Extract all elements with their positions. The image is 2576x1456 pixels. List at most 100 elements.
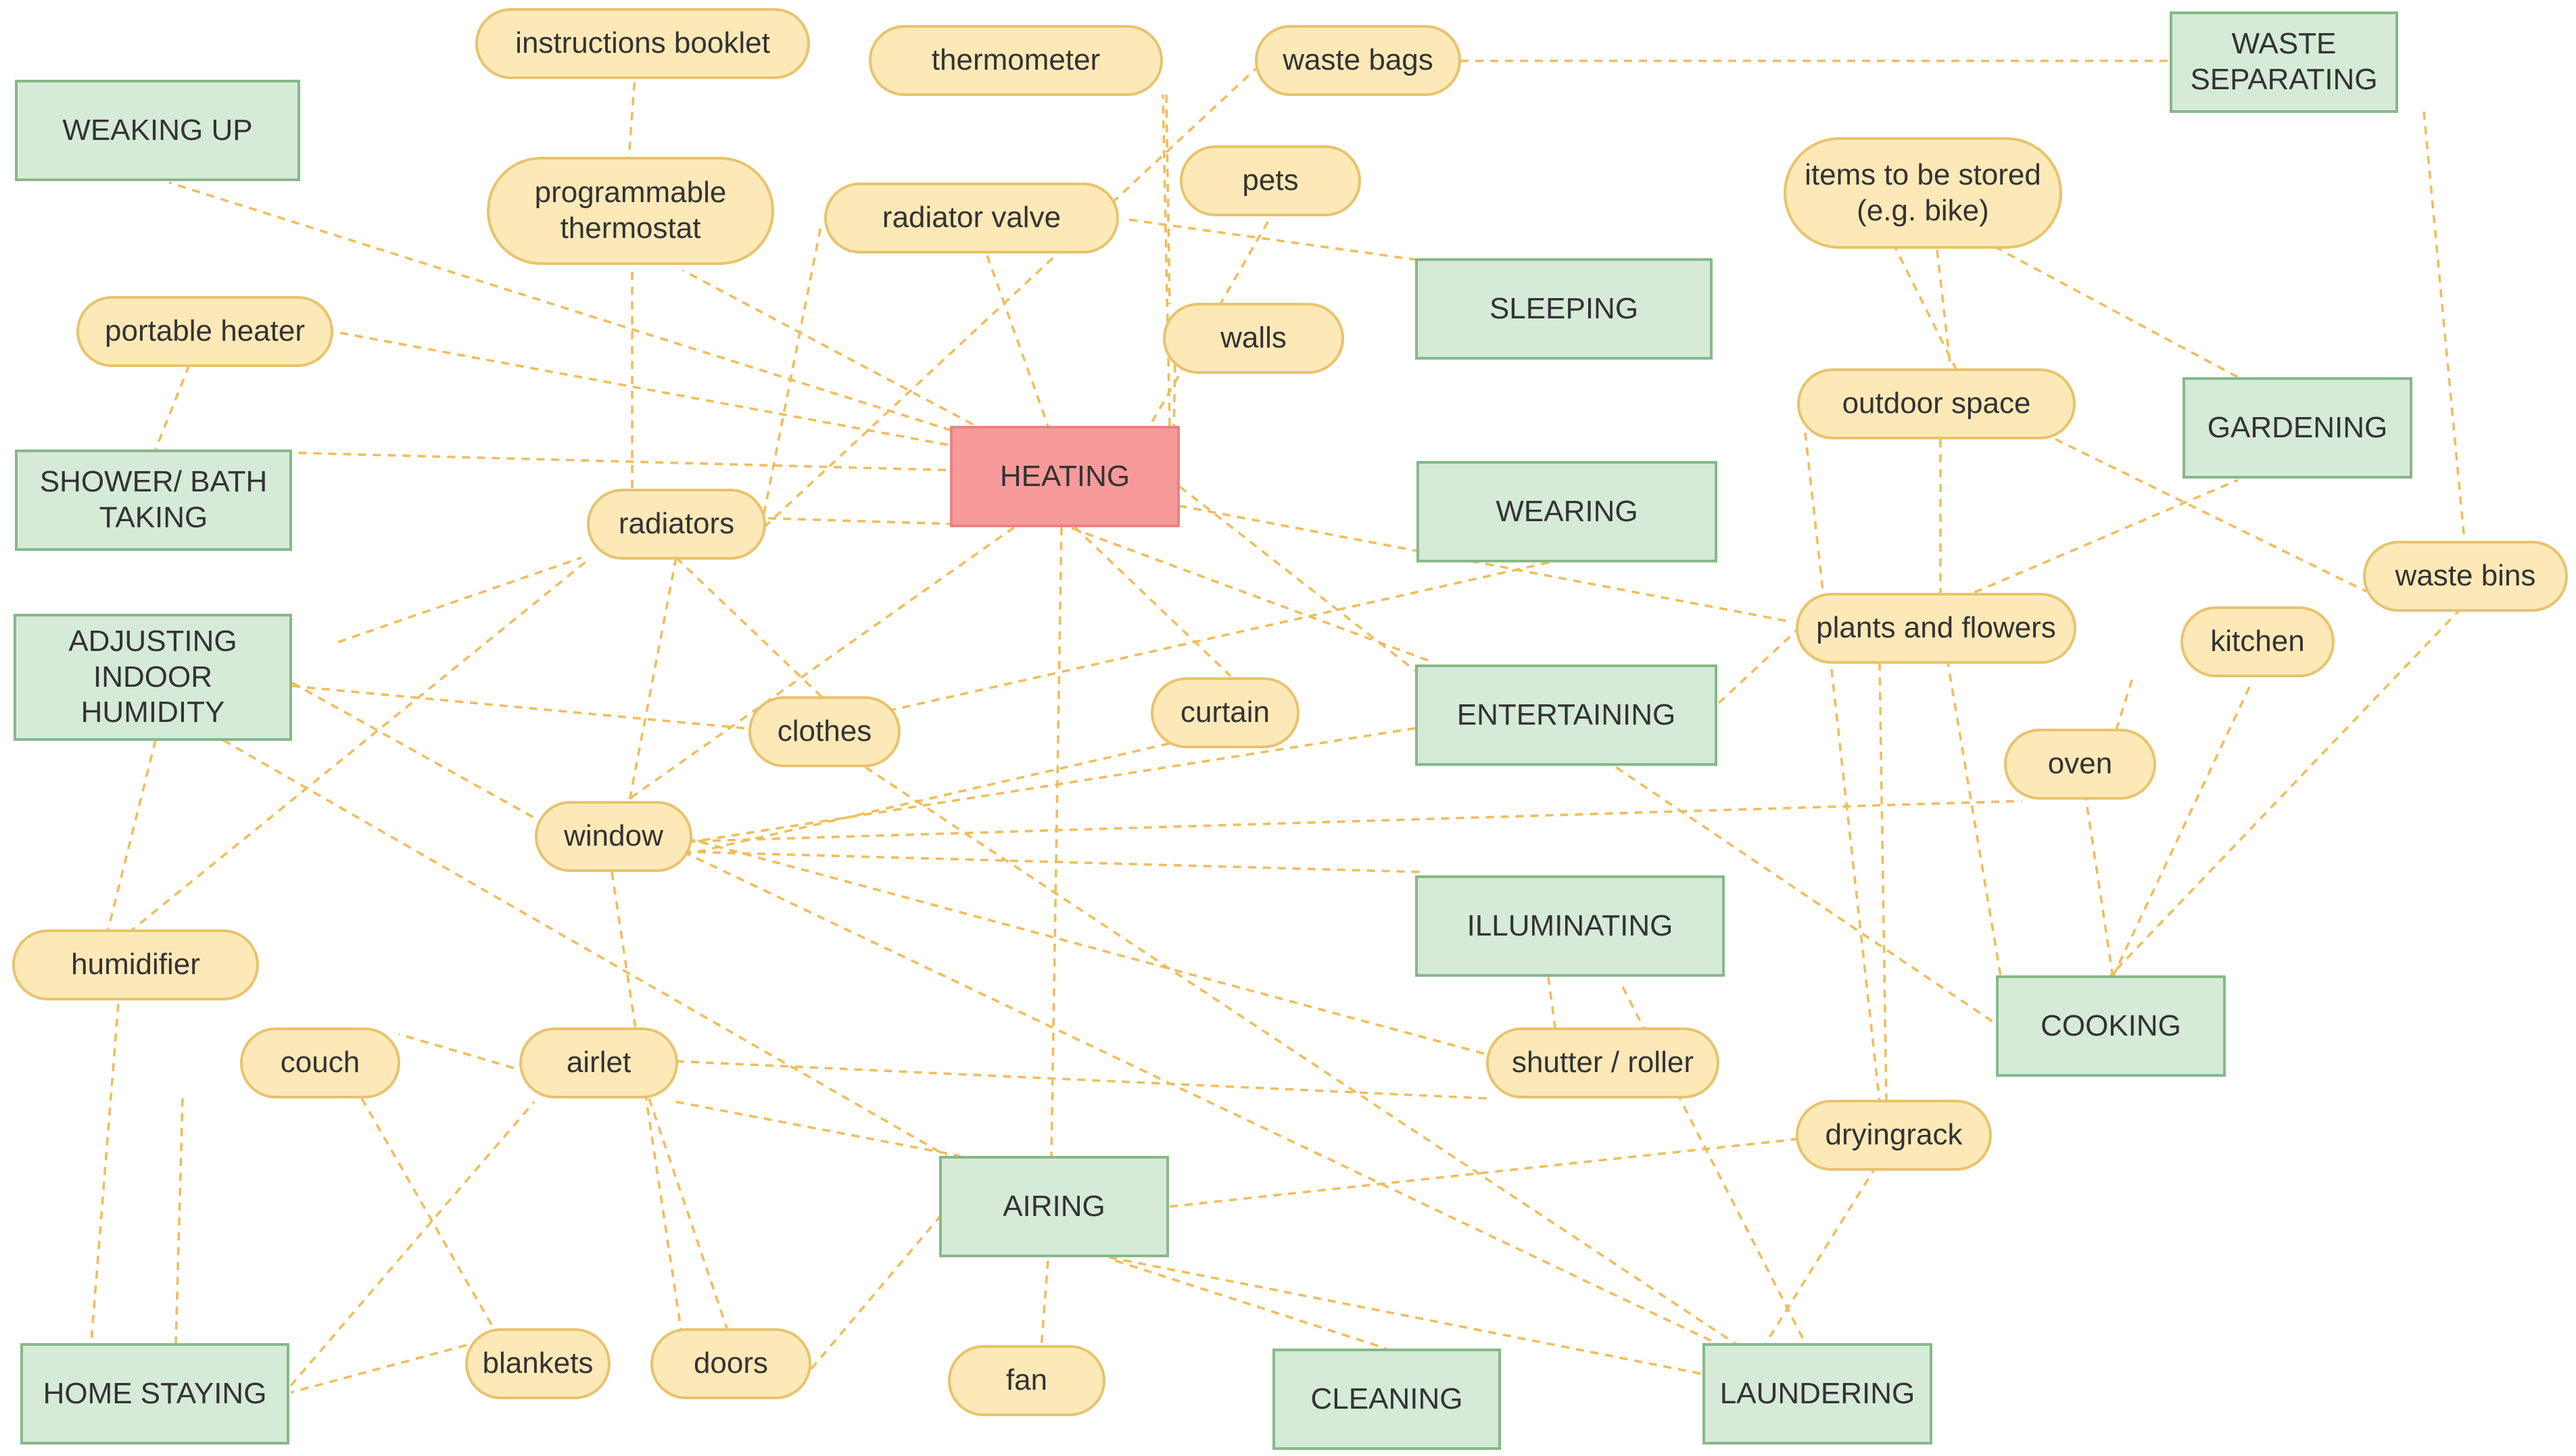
node-radiators[interactable]: radiators xyxy=(587,489,766,560)
node-adjusting-indoor-humidity[interactable]: ADJUSTING INDOOR HUMIDITY xyxy=(14,614,292,741)
edge-line xyxy=(865,766,1738,1346)
edge-line xyxy=(682,722,1258,856)
edge-line xyxy=(1892,243,1962,379)
edge-line xyxy=(627,557,677,805)
edge-line xyxy=(959,485,1434,664)
node-thermometer[interactable]: thermometer xyxy=(869,25,1163,96)
node-clothes[interactable]: clothes xyxy=(748,696,901,767)
node-instructions-booklet[interactable]: instructions booklet xyxy=(475,8,810,79)
edge-line xyxy=(763,222,823,514)
node-walls[interactable]: walls xyxy=(1163,303,1344,374)
edge-line xyxy=(1878,662,1888,1102)
node-radiator-valve[interactable]: radiator valve xyxy=(824,183,1119,253)
node-couch[interactable]: couch xyxy=(240,1027,400,1098)
edge-line xyxy=(398,1033,515,1069)
edge-line xyxy=(763,59,1266,529)
edge-line xyxy=(127,558,590,934)
node-curtain[interactable]: curtain xyxy=(1151,677,1299,748)
node-pets[interactable]: pets xyxy=(1180,145,1361,216)
edge-line xyxy=(337,556,582,644)
edge-line xyxy=(2041,431,2367,593)
edge-line xyxy=(682,800,2022,843)
node-programmable-thermostat[interactable]: programmable thermostat xyxy=(487,157,774,265)
node-heating[interactable]: HEATING xyxy=(950,426,1180,527)
edge-line xyxy=(1936,249,1952,369)
edge-line xyxy=(1040,1260,1049,1349)
node-plants-and-flowers[interactable]: plants and flowers xyxy=(1796,593,2076,664)
edge-line xyxy=(648,1098,728,1329)
edge-line xyxy=(1074,526,1232,677)
node-shutter-roller[interactable]: shutter / roller xyxy=(1486,1027,1719,1098)
edge-line xyxy=(675,1100,961,1157)
edge-line xyxy=(979,236,1066,474)
node-wearing[interactable]: WEARING xyxy=(1416,461,1717,562)
edge-line xyxy=(1108,1256,1711,1377)
edge-line xyxy=(675,556,833,708)
edge-line xyxy=(1547,976,1556,1028)
node-illuminating[interactable]: ILLUMINATING xyxy=(1415,875,1725,977)
edge-line xyxy=(1615,766,2003,1029)
edge-line xyxy=(289,1100,535,1387)
edge-line xyxy=(360,1098,495,1329)
edge-line xyxy=(107,739,157,930)
node-kitchen[interactable]: kitchen xyxy=(2180,606,2335,677)
edge-line xyxy=(90,1003,120,1342)
node-fan[interactable]: fan xyxy=(948,1345,1105,1416)
node-gardening[interactable]: GARDENING xyxy=(2183,377,2412,479)
edge-line xyxy=(297,452,1066,475)
edge-line xyxy=(1149,499,1792,623)
node-humidifier[interactable]: humidifier xyxy=(12,929,259,1000)
node-waste-bins[interactable]: waste bins xyxy=(2363,541,2568,612)
edge-line xyxy=(2423,111,2466,541)
edge-line xyxy=(1994,245,2239,379)
node-cleaning[interactable]: CLEANING xyxy=(1272,1349,1501,1450)
edge-line xyxy=(611,871,684,1342)
node-home-staying[interactable]: HOME STAYING xyxy=(20,1343,289,1445)
edge-line xyxy=(1128,218,1421,262)
node-items-to-be-stored[interactable]: items to be stored (e.g. bike) xyxy=(1784,137,2062,249)
edge-line xyxy=(628,722,1448,853)
edge-line xyxy=(682,269,1066,475)
node-dryingrack[interactable]: dryingrack xyxy=(1796,1100,1992,1171)
node-waste-separating[interactable]: WASTE SEPARATING xyxy=(2170,11,2398,113)
edge-line xyxy=(222,739,947,1157)
edge-line xyxy=(291,685,765,731)
edge-line xyxy=(686,837,1488,1056)
edge-line xyxy=(154,364,191,450)
node-waste-bags[interactable]: waste bags xyxy=(1255,25,1461,96)
edge-line xyxy=(1804,432,1881,1102)
edge-line xyxy=(168,181,1066,468)
edge-line xyxy=(331,330,1066,468)
edge-line xyxy=(627,67,637,160)
edge-line xyxy=(611,526,1016,812)
edge-line xyxy=(1763,1165,1878,1346)
edge-line xyxy=(174,1098,184,1346)
edge-line xyxy=(1165,94,1171,305)
edge-line xyxy=(1946,658,2003,981)
node-cooking[interactable]: COOKING xyxy=(1996,975,2226,1077)
edge-line xyxy=(290,1344,467,1394)
edge-line xyxy=(1162,94,1171,427)
edge-line xyxy=(1115,1259,1387,1350)
edge-line xyxy=(2112,682,2253,977)
node-airlet[interactable]: airlet xyxy=(519,1027,678,1098)
edge-line xyxy=(2084,797,2114,977)
node-portable-heater[interactable]: portable heater xyxy=(76,296,333,367)
node-sleeping[interactable]: SLEEPING xyxy=(1415,258,1713,360)
node-weaking-up[interactable]: WEAKING UP xyxy=(15,80,300,181)
node-laundering[interactable]: LAUNDERING xyxy=(1702,1343,1932,1445)
node-outdoor-space[interactable]: outdoor space xyxy=(1797,368,2076,439)
edge-line xyxy=(682,850,1421,873)
edge-line xyxy=(2115,675,2134,731)
edge-line xyxy=(1169,1138,1799,1208)
node-airing[interactable]: AIRING xyxy=(939,1156,1169,1257)
node-oven[interactable]: oven xyxy=(2004,729,2156,800)
node-doors[interactable]: doors xyxy=(650,1328,811,1399)
node-blankets[interactable]: blankets xyxy=(465,1328,611,1399)
edge-line xyxy=(675,1060,1488,1100)
node-window[interactable]: window xyxy=(535,801,692,872)
node-shower-bath-taking[interactable]: SHOWER/ BATH TAKING xyxy=(15,450,292,551)
node-entertaining[interactable]: ENTERTAINING xyxy=(1415,664,1717,766)
edge-line xyxy=(1178,485,1475,718)
